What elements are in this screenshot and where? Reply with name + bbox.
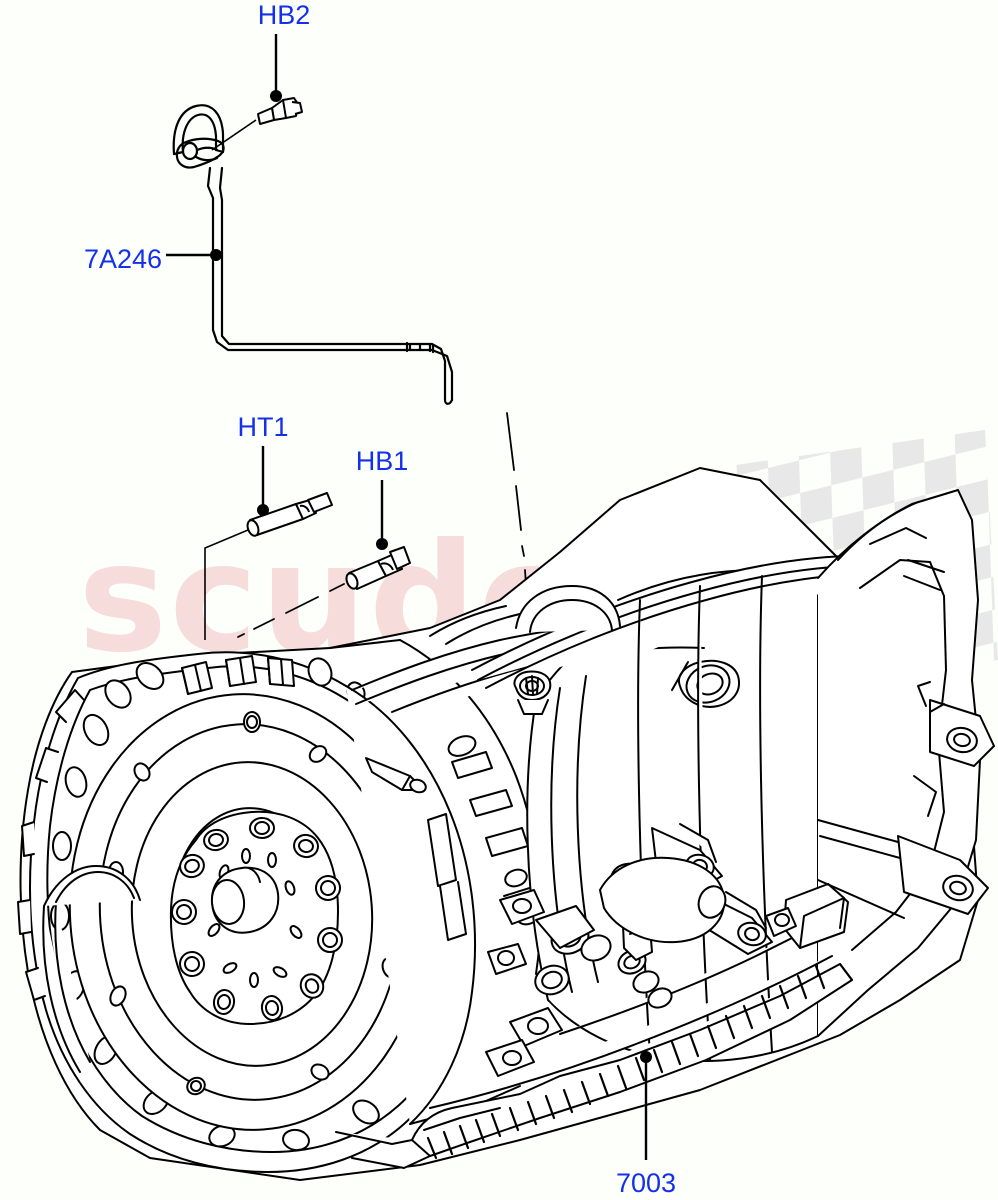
callout-hb1-label: HB1: [356, 446, 409, 476]
flexplate-relief-slots: [207, 848, 303, 988]
stud-ht1: [246, 492, 333, 537]
hb1-assembly-axis: [237, 583, 345, 638]
callout-ht1-dot: [257, 504, 269, 516]
oil-pan-hatching: [426, 964, 826, 1160]
callout-ht1-label: HT1: [237, 412, 288, 442]
callout-7a246-label: 7A246: [84, 244, 162, 274]
ht1-assembly-leader: [204, 529, 249, 640]
hb2-assembly-leader: [211, 119, 257, 151]
breather-tube-assembly: [172, 104, 454, 405]
flexplate-bolt-ring: [171, 817, 344, 1021]
callout-7a246-dot: [210, 249, 222, 261]
bolt-hb1: [345, 546, 411, 590]
callout-7003-dot: [640, 1051, 652, 1063]
callout-7003-label: 7003: [616, 1168, 676, 1198]
bolt-hb2: [257, 97, 303, 125]
rear-extension-housing: [817, 489, 995, 1037]
callout-hb1[interactable]: HB1: [356, 446, 409, 550]
callout-hb1-dot: [376, 538, 388, 550]
oil-pan-sump: [411, 963, 853, 1157]
callout-ht1[interactable]: HT1: [237, 412, 289, 516]
callout-7a246[interactable]: 7A246: [84, 244, 222, 274]
callout-hb2-label: HB2: [258, 0, 311, 30]
transmission-assembly: [17, 467, 995, 1181]
callout-7003[interactable]: 7003: [616, 1051, 676, 1198]
callout-hb2-dot: [270, 90, 282, 102]
callout-layer: HB2 7A246 HT1 HB1 7003: [84, 0, 676, 1198]
callout-hb2[interactable]: HB2: [258, 0, 311, 102]
